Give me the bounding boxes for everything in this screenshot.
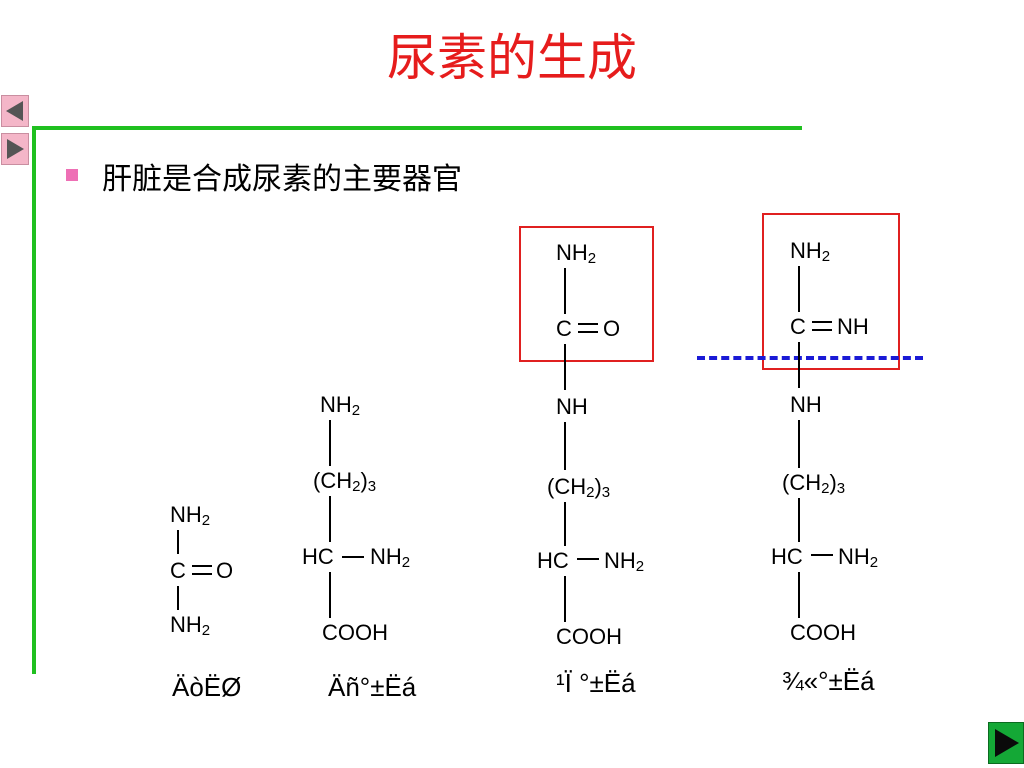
ornithine-nh2-top-text: NH	[320, 392, 352, 417]
triangle-left-icon	[6, 101, 23, 121]
bullet-text: 肝脏是合成尿素的主要器官	[102, 162, 462, 197]
citrulline-bond-5	[564, 576, 566, 622]
arginine-ch2-count: 3	[836, 480, 846, 497]
citrulline-nh2-side-text: NH	[604, 548, 636, 573]
citrulline-bond-3	[564, 422, 566, 470]
arginine-hc: HC	[771, 544, 803, 569]
arginine-nh2-top: NH2	[790, 238, 831, 265]
arginine-ch2-sub: 2	[821, 480, 830, 497]
urea-nh2-top-text: NH	[170, 502, 202, 527]
ornithine-cooh: COOH	[322, 620, 388, 645]
urea-bond-bottom	[177, 586, 179, 610]
arginine-carbon: C	[790, 314, 806, 339]
urea-nh2-bottom-text: NH	[170, 612, 202, 637]
citrulline-hc: HC	[537, 548, 569, 573]
ornithine-nh2-side: NH2	[370, 544, 411, 571]
triangle-right-icon	[7, 139, 24, 159]
arginine-nh2-side-sub: 2	[869, 554, 879, 571]
ornithine-hc: HC	[302, 544, 334, 569]
prev-slide-button[interactable]	[1, 95, 29, 127]
citrulline-ch2-count: 3	[601, 484, 611, 501]
ornithine-bond-1	[329, 420, 331, 466]
ornithine-ch2-close: )	[360, 468, 368, 493]
ornithine-bond-2	[329, 496, 331, 542]
urea-double-bond	[192, 565, 212, 575]
slide-title: 尿素的生成	[387, 29, 637, 87]
arginine-ch2-open: (CH	[782, 470, 822, 495]
ornithine-ch2-open: (CH	[313, 468, 353, 493]
urea-nh2-top-sub: 2	[201, 512, 211, 529]
citrulline-side-bond	[577, 558, 599, 560]
urea-carbon: C	[170, 558, 186, 583]
arginine-bond-2	[798, 342, 800, 388]
arginine-nh2-top-text: NH	[790, 238, 822, 263]
urea-bond-top	[177, 530, 179, 554]
ornithine-nh2-top: NH2	[320, 392, 361, 419]
citrulline-ch2-chain: (CH2)3	[547, 474, 611, 501]
citrulline-nh: NH	[556, 394, 588, 419]
urea-oxygen: O	[216, 558, 234, 583]
arginine-bond-1	[798, 266, 800, 312]
arginine-bond-3	[798, 420, 800, 468]
ornithine-bond-3	[329, 572, 331, 618]
citrulline-nh2-top-text: NH	[556, 240, 588, 265]
ornithine-nh2-top-sub: 2	[351, 402, 361, 419]
ornithine-ch2-chain: (CH2)3	[313, 468, 377, 495]
arginine-nh2-side-text: NH	[838, 544, 870, 569]
urea-nh2-top: NH2	[170, 502, 211, 529]
urea-nh2-bottom-sub: 2	[201, 622, 211, 639]
ornithine-side-bond	[342, 556, 364, 558]
citrulline-nh2-top: NH2	[556, 240, 597, 267]
arginine-side-bond	[811, 554, 833, 556]
cleavage-dashed-line	[697, 356, 923, 360]
arginine-ch2-close: )	[829, 470, 837, 495]
arginine-nh2-top-sub: 2	[821, 248, 831, 265]
citrulline-double-bond	[578, 323, 598, 333]
ornithine-ch2-sub: 2	[352, 478, 361, 495]
ornithine-nh2-side-sub: 2	[401, 554, 411, 571]
citrulline-highlight-box	[519, 226, 654, 362]
arginine-ch2-chain: (CH2)3	[782, 470, 846, 497]
arginine-label: ¾«°±Ëá	[782, 666, 875, 696]
citrulline-nh2-side: NH2	[604, 548, 645, 575]
forward-button[interactable]	[988, 722, 1024, 764]
citrulline-bond-1	[564, 268, 566, 314]
ornithine-label: Äñ°±Ëá	[328, 672, 417, 702]
arginine-imine-nh: NH	[837, 314, 869, 339]
citrulline-oxygen: O	[603, 316, 621, 341]
citrulline-bond-2	[564, 344, 566, 390]
citrulline-ch2-open: (CH	[547, 474, 587, 499]
arginine-highlight-box	[762, 213, 900, 370]
arginine-nh2-side: NH2	[838, 544, 879, 571]
citrulline-ch2-sub: 2	[586, 484, 595, 501]
citrulline-label: ¹Ï °±Ëá	[556, 668, 636, 698]
ornithine-nh2-side-text: NH	[370, 544, 402, 569]
arginine-bond-5	[798, 572, 800, 618]
next-slide-button[interactable]	[1, 133, 29, 165]
frame-left-border	[32, 126, 36, 674]
ornithine-ch2-count: 3	[367, 478, 377, 495]
citrulline-carbon: C	[556, 316, 572, 341]
citrulline-nh2-side-sub: 2	[635, 558, 645, 575]
citrulline-cooh: COOH	[556, 624, 622, 649]
urea-label: ÄòËØ	[172, 672, 242, 702]
frame-top-border	[34, 126, 802, 130]
citrulline-ch2-close: )	[594, 474, 602, 499]
arginine-cooh: COOH	[790, 620, 856, 645]
urea-nh2-bottom: NH2	[170, 612, 211, 639]
arginine-double-bond	[812, 321, 832, 331]
bullet-marker	[66, 169, 78, 181]
arginine-bond-4	[798, 498, 800, 542]
citrulline-bond-4	[564, 502, 566, 546]
play-forward-icon	[995, 729, 1019, 757]
citrulline-nh2-top-sub: 2	[587, 250, 597, 267]
arginine-nh: NH	[790, 392, 822, 417]
